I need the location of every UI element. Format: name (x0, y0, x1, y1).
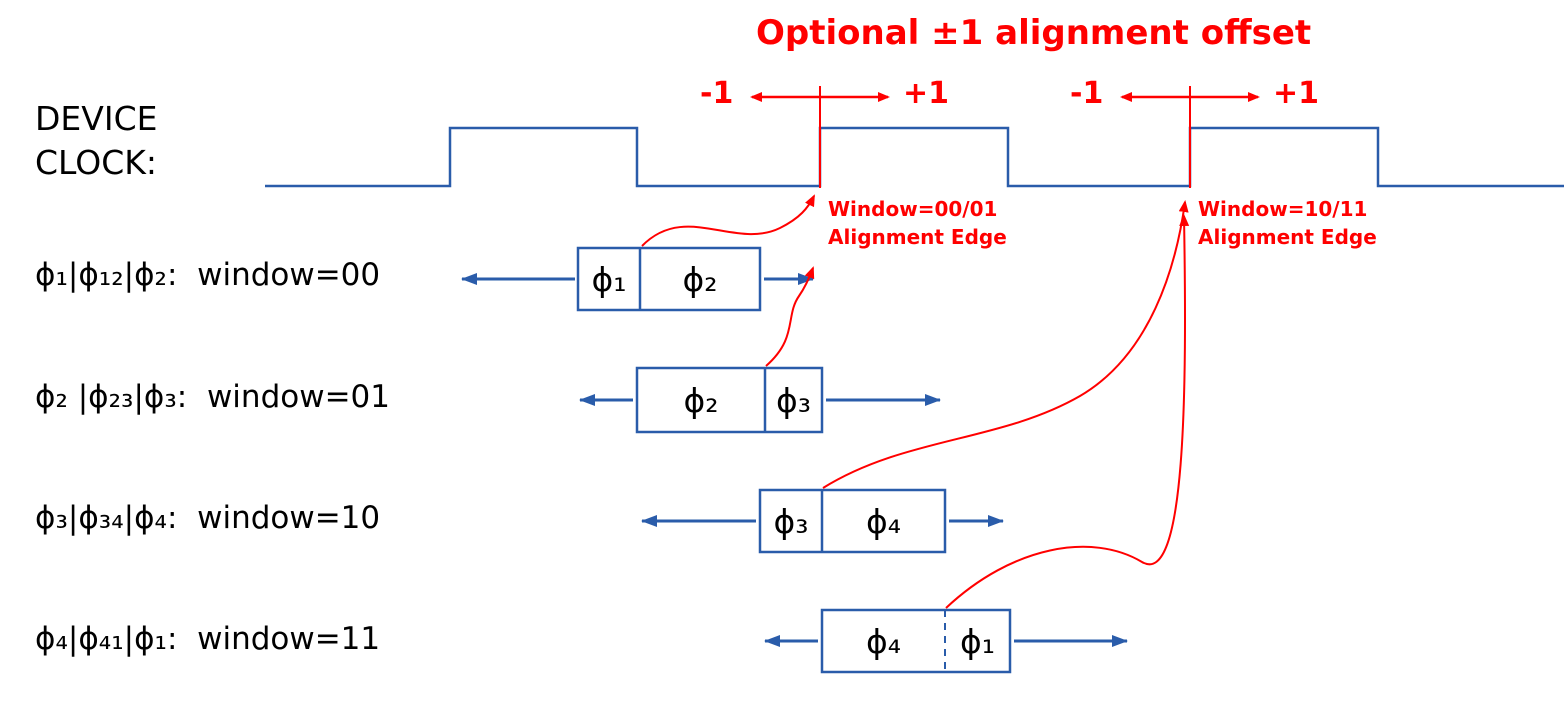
alignment-edge-caption-2: Alignment Edge (1198, 225, 1377, 249)
alignment-edge-window-label-1: Window=00/01 (828, 197, 998, 221)
offset-plus-label-1: +1 (903, 76, 950, 111)
pointer-curve-3 (822, 200, 1189, 489)
pointer-curve-1 (641, 194, 815, 247)
offset-minus-label-2: -1 (1070, 76, 1104, 111)
window-box-3 (758, 488, 947, 554)
phase-cell-label: ϕ₁ (591, 259, 627, 299)
phase-cell-label: ϕ₄ (866, 501, 901, 541)
window-box-2 (635, 366, 824, 434)
window-box-4 (820, 608, 1012, 674)
alignment-edge-caption-1: Alignment Edge (828, 225, 1007, 249)
row-label-window-10: ϕ₃|ϕ₃₄|ϕ₄: window=10 (35, 500, 381, 536)
window-box-1 (576, 246, 762, 312)
row-label-window-11: ϕ₄|ϕ₄₁|ϕ₁: window=11 (35, 621, 381, 657)
offset-minus-label-1: -1 (700, 76, 734, 111)
pointer-curve-2 (765, 266, 815, 367)
diagram-title: Optional ±1 alignment offset (756, 13, 1312, 53)
device-clock-label-line1: DEVICE (35, 99, 158, 138)
phase-cell-label: ϕ₁ (960, 621, 995, 661)
pointer-curve-4 (945, 214, 1190, 609)
row-label-window-00: ϕ₁|ϕ₁₂|ϕ₂: window=00 (35, 257, 381, 293)
offset-plus-label-2: +1 (1273, 76, 1320, 111)
clock-waveform (265, 126, 1564, 188)
phase-cell-label: ϕ₃ (776, 380, 811, 420)
phase-cell-label: ϕ₄ (866, 621, 901, 661)
device-clock-label-line2: CLOCK: (35, 143, 158, 182)
row-label-window-01: ϕ₂ |ϕ₂₃|ϕ₃: window=01 (35, 379, 390, 415)
alignment-edge-window-label-2: Window=10/11 (1198, 197, 1368, 221)
phase-cell-label: ϕ₂ (682, 259, 718, 299)
phase-cell-label: ϕ₃ (773, 501, 809, 541)
phase-cell-label: ϕ₂ (683, 380, 719, 420)
